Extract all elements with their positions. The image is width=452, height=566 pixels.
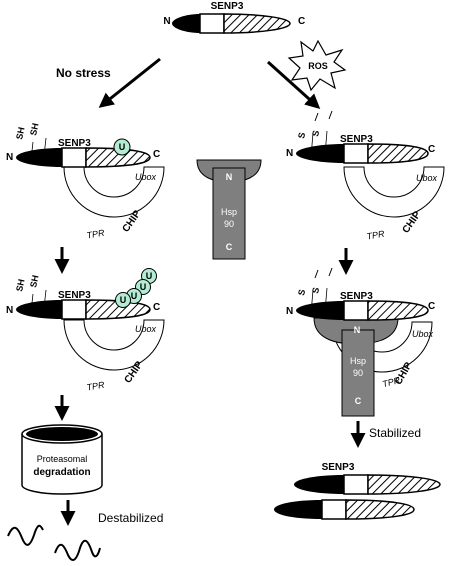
n-terminus-label: N (286, 306, 293, 317)
ubox-label: Ubox (412, 329, 434, 339)
senp3-central-domain (343, 300, 369, 321)
n-terminus-label: N (286, 148, 293, 159)
senp3-c-domain (223, 13, 291, 34)
chip-arc (63, 319, 165, 371)
c-terminus-label: C (428, 301, 435, 312)
senp3-central-domain (343, 474, 369, 495)
hsp90-c-label: C (355, 396, 362, 406)
proteasome-cylinder-icon: Proteasomal degradation (21, 424, 103, 495)
proteasomal-label: Proteasomal (37, 454, 88, 464)
thiol-label: SH (28, 274, 40, 288)
ubox-label: Ubox (135, 324, 157, 334)
hsp90-label: Hsp (350, 356, 366, 366)
c-terminus-label: C (298, 16, 305, 27)
ubiquitin-label: U (146, 271, 153, 281)
senp3-n-domain (296, 144, 344, 163)
n-terminus-label: N (163, 16, 170, 27)
hsp90-bound: N Hsp 90 C (313, 317, 399, 417)
left-polyubiquitinated-complex: CHIP TPR Ubox N C SENP3 SH SH U U U (6, 268, 165, 393)
tpr-label: TPR (366, 228, 386, 241)
ubiquitin-label: U (119, 142, 126, 152)
hsp90-number-label: 90 (224, 219, 234, 229)
senp3-n-domain (274, 500, 322, 519)
ubiquitin-label: U (131, 291, 138, 301)
tpr-label: TPR (381, 375, 401, 389)
n-terminus-label: N (6, 305, 13, 316)
hsp90-c-label: C (226, 242, 233, 252)
degradation-label: degradation (33, 467, 90, 478)
senp3-central-domain (61, 147, 87, 168)
thiol-label: SH (14, 278, 26, 292)
n-terminus-label: N (6, 152, 13, 163)
senp3-c-domain (367, 300, 429, 321)
senp3-n-domain (294, 475, 344, 494)
senp3-c-domain (367, 143, 429, 164)
senp3-top: SENP3 N C (163, 1, 305, 34)
senp3-c-domain (367, 474, 441, 495)
destabilized-label: Destabilized (98, 511, 163, 525)
senp3-label: SENP3 (211, 1, 244, 12)
right-oxidized-senp3-chip-complex: CHIP TPR Ubox N C SENP3 S S (286, 110, 445, 242)
no-stress-arrow (98, 57, 161, 108)
senp3-central-domain (321, 499, 347, 520)
senp3-n-domain (172, 14, 200, 33)
ubox-label: Ubox (416, 173, 438, 183)
chip-arc (343, 166, 445, 218)
thiol-label: SH (28, 122, 40, 136)
senp3-molecule (294, 474, 441, 495)
ubox-label: Ubox (135, 172, 157, 182)
polyubiquitin-chain: U U U U (115, 268, 157, 308)
disulfide-label: S (296, 288, 307, 296)
left-senp3-chip-complex: CHIP TPR Ubox N C SENP3 SH SH U (6, 122, 165, 241)
senp3-label: SENP3 (58, 290, 91, 301)
ubiquitin-label: U (120, 295, 127, 305)
senp3-central-domain (199, 13, 225, 34)
no-stress-label: No stress (56, 66, 111, 80)
hsp90-n-label: N (226, 172, 233, 182)
senp3-n-domain (296, 301, 344, 320)
senp3-n-domain (16, 148, 62, 167)
ros-label: ROS (308, 61, 328, 71)
senp3-label: SENP3 (322, 462, 355, 473)
hsp90-free: N Hsp 90 C (196, 159, 262, 260)
senp3-label: SENP3 (340, 134, 373, 145)
ros-burst-icon: ROS (287, 39, 347, 92)
senp3-central-domain (61, 299, 87, 320)
senp3-c-domain (345, 499, 415, 520)
hsp90-label: Hsp (221, 207, 237, 217)
right-hsp90-bound-complex: CHIP TPR Ubox N Hsp 90 C N C SENP3 S S (286, 267, 435, 417)
chip-arc (63, 166, 165, 218)
stabilized-senp3-pair: SENP3 (274, 462, 441, 520)
disulfide-label: S (310, 286, 321, 294)
hsp90-number-label: 90 (353, 368, 363, 378)
thiol-label: SH (14, 126, 26, 140)
c-terminus-label: C (153, 302, 160, 313)
senp3-molecule (274, 499, 415, 520)
peptide-fragment-icon (7, 524, 101, 561)
ros-arrow (266, 60, 321, 110)
c-terminus-label: C (428, 144, 435, 155)
c-terminus-label: C (153, 149, 160, 160)
ubiquitin-icon: U (113, 138, 131, 156)
hsp90-n-label: N (354, 325, 361, 335)
stabilized-label: Stabilized (369, 426, 421, 440)
ubiquitin-icon: U (115, 292, 131, 308)
tpr-label: TPR (86, 227, 106, 240)
senp3-label: SENP3 (340, 291, 373, 302)
tpr-label: TPR (86, 379, 106, 392)
senp3-central-domain (343, 143, 369, 164)
disulfide-label: S (310, 129, 321, 137)
disulfide-label: S (296, 131, 307, 139)
senp3-n-domain (16, 300, 62, 319)
ubiquitin-label: U (140, 282, 147, 292)
senp3-label: SENP3 (58, 138, 91, 149)
